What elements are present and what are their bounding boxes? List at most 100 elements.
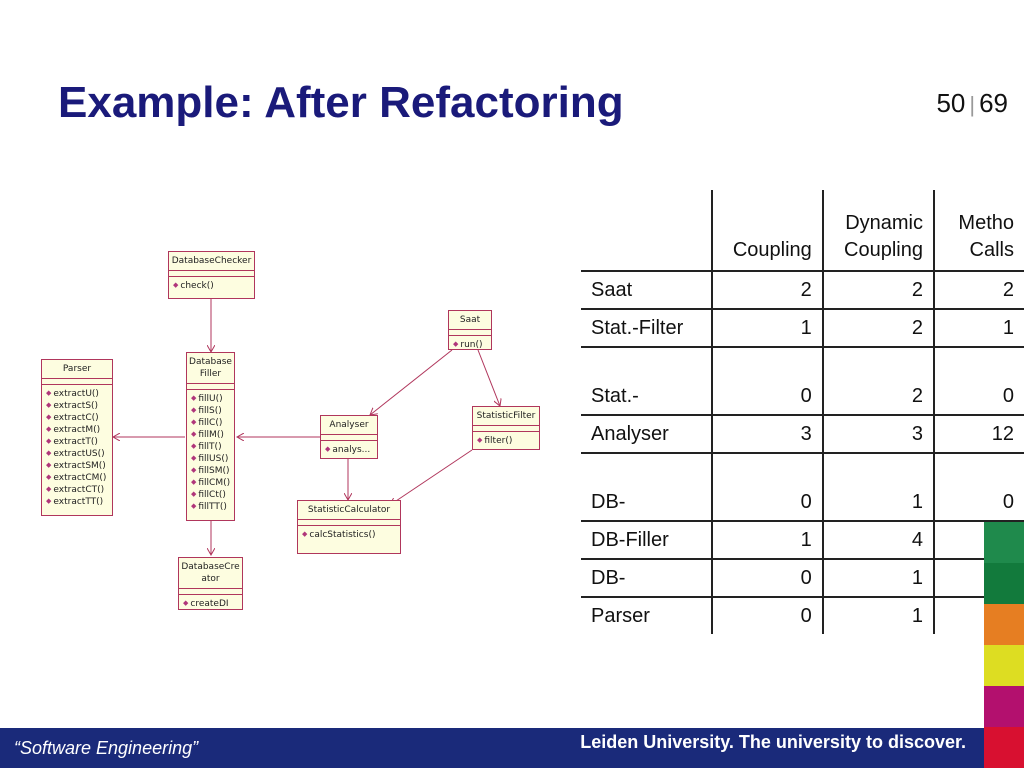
operation: extractCT() <box>46 484 108 496</box>
class-statistic-filter[interactable]: StatisticFilter filter() <box>472 406 540 450</box>
operations-compartment: filter() <box>473 432 539 449</box>
operation: analys... <box>325 444 373 456</box>
class-database-filler[interactable]: Database Filler fillU() fillS() fillC() … <box>186 352 235 521</box>
operations-compartment: run() <box>449 336 491 349</box>
slide-title: Example: After Refactoring <box>58 78 624 127</box>
class-database-checker[interactable]: DatabaseChecker check() <box>168 251 255 299</box>
class-name: DatabaseChecker <box>169 252 254 271</box>
color-swatch-green <box>984 522 1024 563</box>
header-class <box>581 190 712 271</box>
row-name: Parser <box>581 596 712 634</box>
operation: fillT() <box>191 441 230 453</box>
uml-class-diagram: DatabaseChecker check() Database Filler … <box>0 0 560 620</box>
operation: extractS() <box>46 400 108 412</box>
row-name: DB- <box>581 558 712 597</box>
cell-coupling: 1 <box>710 308 823 347</box>
operations-compartment: extractU() extractS() extractC() extract… <box>42 385 112 511</box>
operation: fillUS() <box>191 453 230 465</box>
operation: filter() <box>477 435 535 447</box>
cell-calls: 1 <box>932 308 1024 347</box>
cell-coupling: 1 <box>710 520 823 559</box>
class-statistic-calculator[interactable]: StatisticCalculator calcStatistics() <box>297 500 401 554</box>
operation: run() <box>453 339 487 349</box>
cell-coupling: 0 <box>710 452 823 521</box>
operation: extractCM() <box>46 472 108 484</box>
class-name: Parser <box>42 360 112 379</box>
edge-filter-calculator <box>390 449 473 505</box>
class-name: Database Filler <box>187 353 234 384</box>
class-analyser[interactable]: Analyser analys... <box>320 415 378 459</box>
attributes-compartment <box>449 330 491 336</box>
operation: fillCM() <box>191 477 230 489</box>
row-name: DB- <box>581 452 712 521</box>
decorative-color-bar <box>984 522 1024 768</box>
table-row: DB- 0 1 0 <box>581 558 1024 597</box>
table-row: DB- 0 1 0 <box>581 452 1024 521</box>
operation: extractSM() <box>46 460 108 472</box>
operation: calcStatistics() <box>302 529 396 541</box>
cell-dynamic: 1 <box>821 596 934 634</box>
class-parser[interactable]: Parser extractU() extractS() extractC() … <box>41 359 113 516</box>
edge-saat-filter <box>477 349 500 406</box>
operations-compartment: analys... <box>321 441 377 458</box>
row-name: DB-Filler <box>581 520 712 559</box>
cell-dynamic: 1 <box>821 558 934 597</box>
cell-calls: 0 <box>932 452 1024 521</box>
cell-coupling: 0 <box>710 558 823 597</box>
footer-tagline: Leiden University. The university to dis… <box>580 732 966 752</box>
cell-dynamic: 2 <box>821 270 934 309</box>
cell-calls: 2 <box>932 270 1024 309</box>
uml-connectors <box>0 299 560 620</box>
operation: extractC() <box>46 412 108 424</box>
class-name: DatabaseCre ator <box>179 558 242 589</box>
attributes-compartment <box>298 520 400 526</box>
cell-coupling: 0 <box>710 346 823 415</box>
operation: fillC() <box>191 417 230 429</box>
class-saat[interactable]: Saat run() <box>448 310 492 350</box>
cell-dynamic: 2 <box>821 308 934 347</box>
operation: fillM() <box>191 429 230 441</box>
operation: createDI <box>183 598 238 609</box>
operation: extractT() <box>46 436 108 448</box>
header-coupling: Coupling <box>710 190 823 271</box>
row-name: Stat.-Filter <box>581 308 712 347</box>
operation: fillS() <box>191 405 230 417</box>
class-name: Saat <box>449 311 491 330</box>
cell-dynamic: 4 <box>821 520 934 559</box>
table-row: Analyser 3 3 12 <box>581 414 1024 453</box>
cell-calls: 12 <box>932 414 1024 453</box>
page-total: 69 <box>979 88 1008 118</box>
color-swatch-dark-green <box>984 563 1024 604</box>
attributes-compartment <box>42 379 112 385</box>
cell-coupling: 3 <box>710 414 823 453</box>
class-database-creator[interactable]: DatabaseCre ator createDI <box>178 557 243 610</box>
attributes-compartment <box>169 271 254 277</box>
operations-compartment: check() <box>169 277 254 295</box>
row-name: Stat.- <box>581 346 712 415</box>
color-swatch-yellow <box>984 645 1024 686</box>
color-swatch-magenta <box>984 686 1024 727</box>
table-row: Stat.-Filter 1 2 1 <box>581 308 1024 347</box>
cell-coupling: 0 <box>710 596 823 634</box>
attributes-compartment <box>321 435 377 441</box>
page-number: 50|69 <box>936 88 1008 119</box>
operation: extractTT() <box>46 496 108 508</box>
cell-dynamic: 3 <box>821 414 934 453</box>
table-row: Parser 0 1 0 <box>581 596 1024 634</box>
operations-compartment: fillU() fillS() fillC() fillM() fillT() … <box>187 390 234 516</box>
operation: extractUS() <box>46 448 108 460</box>
table-row: Stat.- 0 2 0 <box>581 346 1024 415</box>
operation: fillSM() <box>191 465 230 477</box>
attributes-compartment <box>187 384 234 390</box>
operation: extractM() <box>46 424 108 436</box>
operation: fillCt() <box>191 489 230 501</box>
operation: fillTT() <box>191 501 230 513</box>
row-name: Analyser <box>581 414 712 453</box>
footer-course-title: “Software Engineering” <box>14 738 199 758</box>
table-row: Saat 2 2 2 <box>581 270 1024 309</box>
cell-coupling: 2 <box>710 270 823 309</box>
operation: extractU() <box>46 388 108 400</box>
class-name: StatisticFilter <box>473 407 539 426</box>
